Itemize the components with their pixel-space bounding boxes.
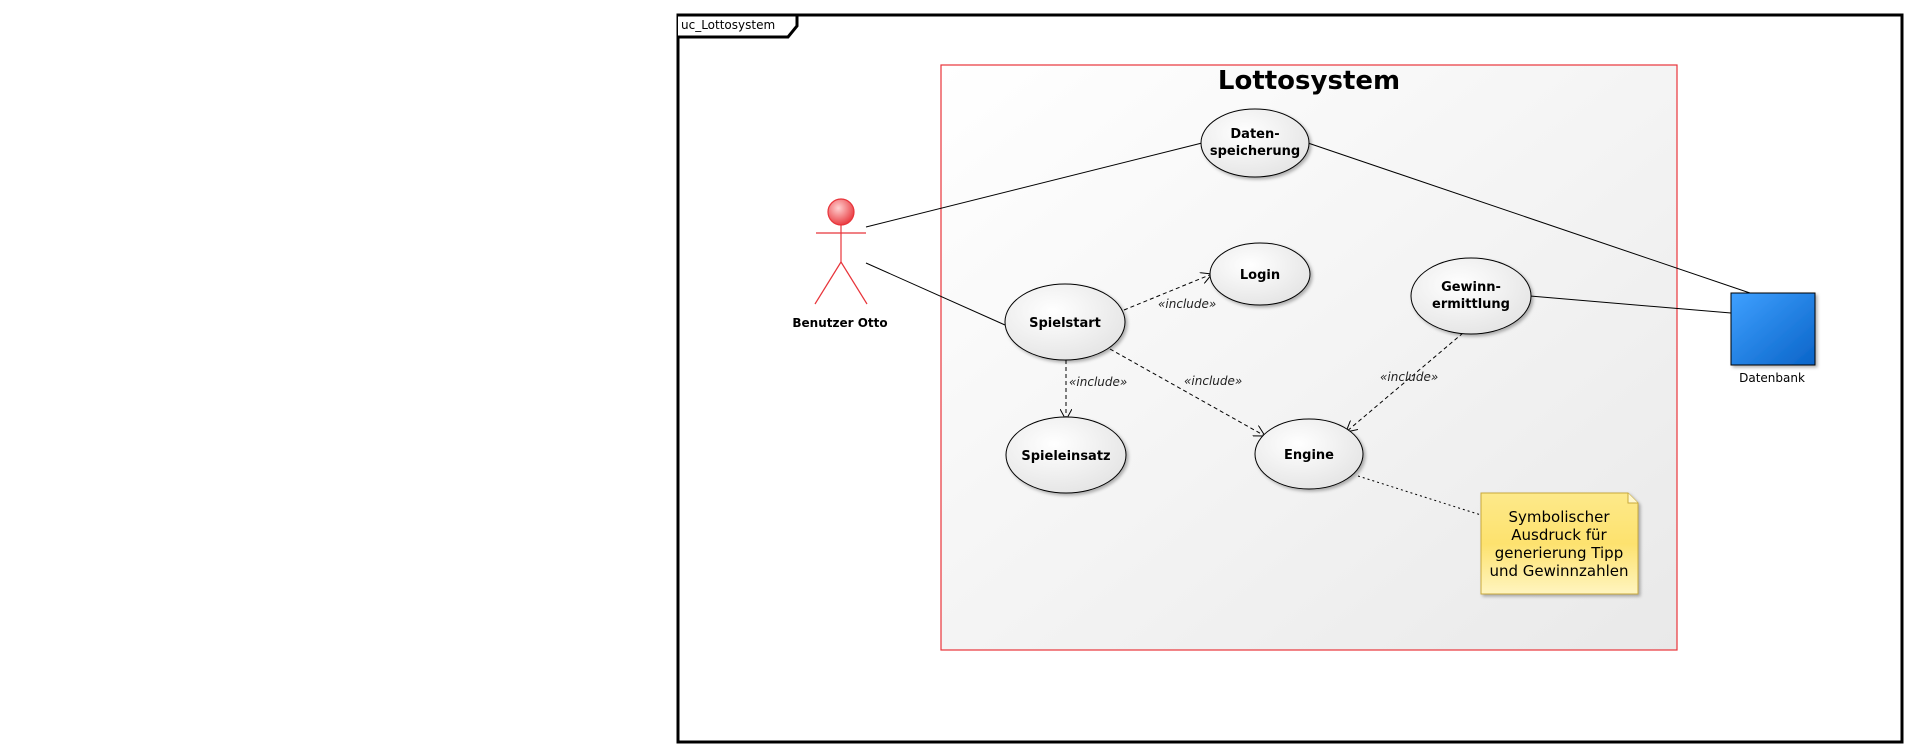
- include-spielstart-engine: [1109, 348, 1265, 436]
- use-case-label: Login: [1240, 268, 1280, 283]
- include-label: «include»: [1184, 374, 1242, 388]
- include-gewinnermittlung-engine: [1346, 332, 1464, 432]
- use-case-label: speicherung: [1210, 144, 1300, 159]
- actor-benutzer-otto: [814, 198, 868, 305]
- associations: [865, 142, 1751, 326]
- note-line: und Gewinnzahlen: [1489, 562, 1628, 580]
- assoc-datenspeicherung-datenbank: [1307, 142, 1751, 294]
- note: Symbolischer Ausdruck für generierung Ti…: [1480, 492, 1639, 595]
- use-case-label: Spieleinsatz: [1021, 449, 1110, 464]
- frame-tab: [678, 13, 799, 39]
- use-case-spieleinsatz: Spieleinsatz: [1005, 416, 1127, 494]
- include-dependencies: [1066, 274, 1464, 436]
- system-title: Lottosystem: [1218, 66, 1400, 96]
- note-line: generierung Tipp: [1495, 544, 1623, 562]
- assoc-actor-spielstart: [865, 262, 1006, 326]
- use-case-spielstart: Spielstart: [1004, 283, 1126, 361]
- use-case-login: Login: [1209, 242, 1311, 306]
- include-spielstart-login: [1123, 274, 1212, 311]
- actor-name: Benutzer Otto: [792, 316, 887, 330]
- use-case-datenspeicherung: Daten- speicherung: [1200, 108, 1310, 178]
- use-case-label: Engine: [1284, 448, 1334, 463]
- include-label: «include»: [1158, 297, 1216, 311]
- include-labels: «include» «include» «include» «include»: [1069, 297, 1438, 389]
- datenbank-label: Datenbank: [1739, 371, 1805, 385]
- use-case-gewinnermittlung: Gewinn- ermittlung: [1410, 257, 1532, 335]
- note-connector: [1357, 475, 1482, 516]
- assoc-gewinnermittlung-datenbank: [1529, 295, 1732, 314]
- actor-head: [827, 198, 855, 226]
- include-label: «include»: [1069, 375, 1127, 389]
- note-line: Symbolischer: [1508, 508, 1610, 526]
- note-line: Ausdruck für: [1511, 526, 1607, 544]
- use-case-label: Spielstart: [1029, 316, 1101, 331]
- use-case-label: Gewinn-: [1441, 280, 1501, 295]
- actor-left-leg: [814, 261, 842, 305]
- use-case-label: Daten-: [1230, 127, 1279, 142]
- note-corner: [1627, 493, 1638, 504]
- datenbank-node: [1730, 292, 1816, 366]
- frame-label: uc_Lottosystem: [681, 18, 775, 32]
- use-case-engine: Engine: [1254, 418, 1364, 490]
- assoc-actor-datenspeicherung: [865, 142, 1203, 228]
- actor-right-leg: [840, 261, 868, 305]
- include-label: «include»: [1380, 370, 1438, 384]
- note-body: [1480, 492, 1639, 595]
- use-case-label: ermittlung: [1432, 297, 1510, 312]
